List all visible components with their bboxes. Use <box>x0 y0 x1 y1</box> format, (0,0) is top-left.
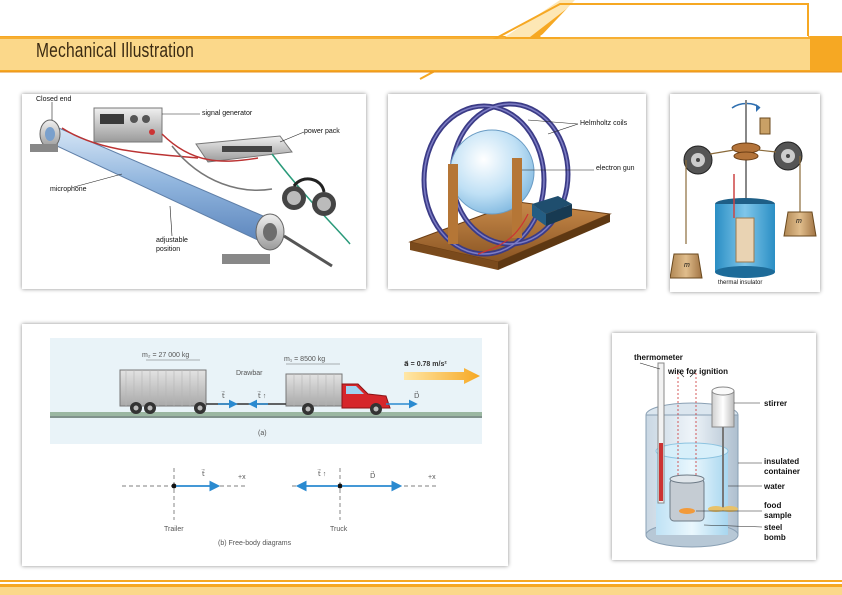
label-sample: sample <box>764 511 792 520</box>
label-position: position <box>156 246 181 253</box>
label-container: container <box>764 467 801 476</box>
label-tension-trailer: t⃗ <box>222 393 225 400</box>
label-closed-end: Closed end <box>36 96 72 103</box>
label-mass-left: m <box>684 262 690 269</box>
label-signal-generator: signal generator <box>202 110 253 117</box>
label-m1: m₁ = 8500 kg <box>284 356 326 363</box>
label-thermal-insulator: thermal insulator <box>718 280 763 286</box>
label-power-pack: power pack <box>304 128 340 135</box>
label-steel: steel <box>764 523 783 532</box>
fbd-label-t1: t⃗ <box>202 471 205 478</box>
label-m2: m₂ = 27 000 kg <box>142 352 190 359</box>
label-mass-right: m <box>796 218 802 225</box>
label-trailer: Trailer <box>164 526 184 533</box>
resonance-tube-illustration <box>30 102 351 268</box>
label-water: water <box>764 482 785 491</box>
helmholtz-illustration <box>408 101 612 270</box>
footer-stripe <box>0 580 842 595</box>
label-thermometer: thermometer <box>634 353 683 362</box>
label-helmholtz-coils: Helmholtz coils <box>580 120 628 127</box>
label-adjustable: adjustable <box>156 237 188 244</box>
label-truck: Truck <box>330 526 348 533</box>
label-bomb: bomb <box>764 533 786 542</box>
label-microphone: microphone <box>50 186 87 193</box>
label-food: food <box>764 501 782 510</box>
label-wire-for-ignition: wire for ignition <box>668 367 728 376</box>
label-acceleration: a⃗ = 0.78 m/s² <box>404 361 447 368</box>
label-drive-force: D⃗ <box>414 393 420 400</box>
label-drawbar: Drawbar <box>236 370 263 377</box>
bomb-calorimeter-illustration <box>639 362 763 548</box>
panel-joule-apparatus: m m thermal insulator <box>670 94 820 292</box>
panel-bomb-calorimeter: thermometer wire for ignition stirrer in… <box>612 333 816 560</box>
fbd-label-t2: t⃗ ↑ <box>318 471 327 478</box>
caption-a: (a) <box>258 430 267 437</box>
label-tension-truck: t⃗ ↑ <box>258 393 267 400</box>
fbd-label-d: D⃗ <box>370 473 376 480</box>
joule-apparatus-illustration <box>670 100 817 279</box>
label-insulated: insulated <box>764 457 800 466</box>
page-title: Mechanical Illustration <box>36 40 194 62</box>
truck-trailer-illustration <box>50 338 482 520</box>
caption-b: (b) Free-body diagrams <box>218 540 292 547</box>
header-banner <box>0 0 842 80</box>
fbd-label-x2: +x <box>428 474 436 481</box>
label-stirrer: stirrer <box>764 399 788 408</box>
panel-truck-trailer: m₂ = 27 000 kg m₁ = 8500 kg a⃗ = 0.78 m/… <box>22 324 508 566</box>
fbd-label-x1: +x <box>238 474 246 481</box>
panel-resonance-tube: Closed end signal generator power pack m… <box>22 94 366 289</box>
label-electron-gun: electron gun <box>596 165 635 172</box>
panel-helmholtz-coils: Helmholtz coils electron gun <box>388 94 646 289</box>
